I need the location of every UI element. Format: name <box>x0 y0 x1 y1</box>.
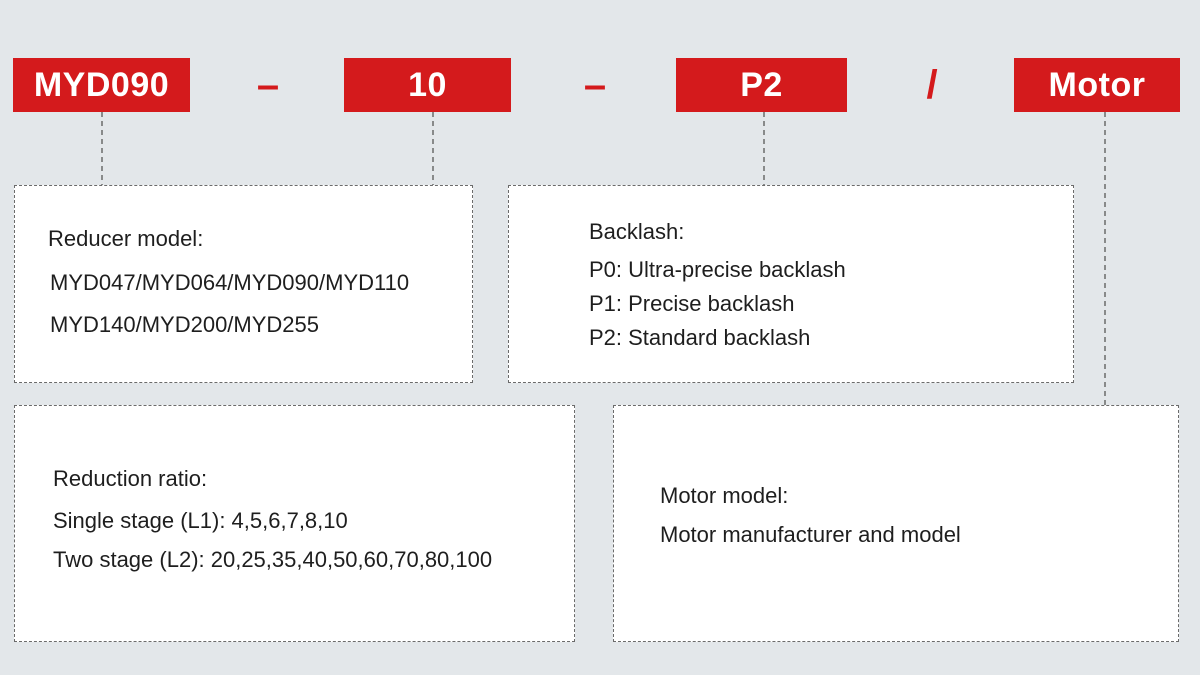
motor-model-box <box>613 405 1179 642</box>
reduction-ratio-two-stage: Two stage (L2): 20,25,35,40,50,60,70,80,… <box>53 547 493 572</box>
backlash-line-p2: P2: Standard backlash <box>589 325 811 350</box>
reduction-ratio-title: Reduction ratio: <box>53 466 208 491</box>
reducer-model-box <box>14 185 473 383</box>
separator-dash-2: – <box>583 62 607 107</box>
code-segment-backlash: P2 <box>676 58 847 112</box>
motor-model-title: Motor model: <box>660 483 789 508</box>
separator-dash-1: – <box>256 62 280 107</box>
backlash-line-p0: P0: Ultra-precise backlash <box>589 257 846 282</box>
reducer-model-title: Reducer model: <box>48 226 204 251</box>
code-segment-reducer-model: MYD090 <box>13 58 190 112</box>
reducer-model-line-1: MYD047/MYD064/MYD090/MYD110 <box>50 270 410 295</box>
code-segment-motor: Motor <box>1014 58 1180 112</box>
reducer-model-line-2: MYD140/MYD200/MYD255 <box>50 312 320 337</box>
reduction-ratio-box <box>14 405 575 642</box>
separator-slash: / <box>926 62 938 107</box>
code-segment-reduction-ratio: 10 <box>344 58 511 112</box>
backlash-box <box>508 185 1074 383</box>
backlash-title: Backlash: <box>589 219 685 244</box>
reduction-ratio-single-stage: Single stage (L1): 4,5,6,7,8,10 <box>53 508 348 533</box>
backlash-line-p1: P1: Precise backlash <box>589 291 795 316</box>
motor-model-line-1: Motor manufacturer and model <box>660 522 961 547</box>
